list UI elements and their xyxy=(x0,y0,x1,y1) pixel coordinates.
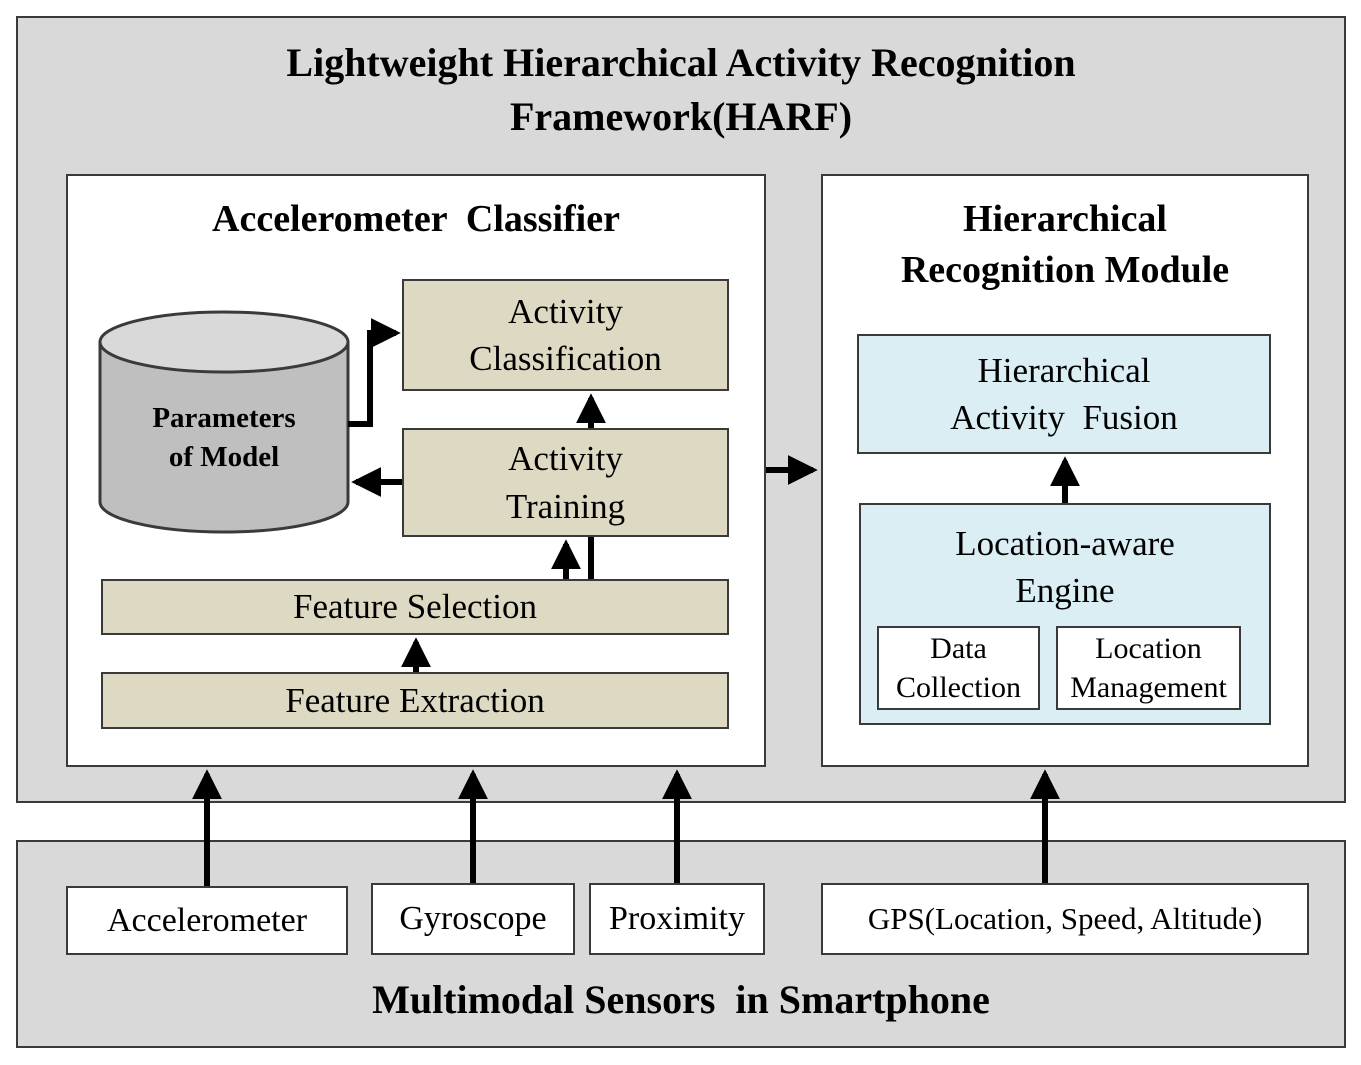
activity-training-line2: Training xyxy=(505,486,626,526)
location-engine-line1: Location-aware xyxy=(955,524,1175,563)
data-collection-line2: Collection xyxy=(896,671,1021,704)
sensors-title: Multimodal Sensors in Smartphone xyxy=(372,977,990,1022)
framework-title-line2: Framework(HARF) xyxy=(509,94,853,139)
location-management-line1: Location xyxy=(1095,632,1202,665)
gps-sensor-box: GPS(Location, Speed, Altitude) xyxy=(821,883,1309,955)
data-collection-line1: Data xyxy=(930,632,987,665)
framework-title: Lightweight Hierarchical Activity Recogn… xyxy=(16,36,1346,144)
accelerometer-sensor-box: Accelerometer xyxy=(66,886,348,955)
framework-title-line1: Lightweight Hierarchical Activity Recogn… xyxy=(286,40,1076,85)
activity-fusion-box: Hierarchical Activity Fusion xyxy=(857,334,1271,454)
data-collection-box: Data Collection xyxy=(877,626,1040,710)
activity-classification-line1: Activity xyxy=(508,291,623,331)
database-line2: of Model xyxy=(168,441,280,473)
feature-extraction-box: Feature Extraction xyxy=(101,672,729,729)
parameters-database-label: Parameters of Model xyxy=(100,396,348,480)
gyroscope-sensor-label: Gyroscope xyxy=(399,900,547,937)
activity-training-box: Activity Training xyxy=(402,428,729,537)
accelerometer-sensor-label: Accelerometer xyxy=(106,901,308,939)
location-engine-line2: Engine xyxy=(1015,571,1115,611)
activity-fusion-line2: Activity Fusion xyxy=(950,398,1178,437)
location-engine-title: Location-aware Engine xyxy=(859,520,1271,615)
location-management-line2: Management xyxy=(1070,671,1227,704)
location-management-box: Location Management xyxy=(1056,626,1241,710)
proximity-sensor-box: Proximity xyxy=(589,883,765,955)
gyroscope-sensor-box: Gyroscope xyxy=(371,883,575,955)
hierarchical-module-title-line2: Recognition Module xyxy=(900,249,1230,292)
proximity-sensor-label: Proximity xyxy=(608,900,746,937)
feature-selection-box: Feature Selection xyxy=(101,579,729,635)
feature-selection-label: Feature Selection xyxy=(293,587,537,627)
feature-extraction-label: Feature Extraction xyxy=(285,680,545,720)
activity-classification-line2: Classification xyxy=(469,339,662,378)
hierarchical-module-title-line1: Hierarchical xyxy=(962,198,1167,240)
activity-training-line1: Activity xyxy=(508,439,623,479)
database-line1: Parameters xyxy=(152,401,296,434)
gps-sensor-label: GPS(Location, Speed, Altitude) xyxy=(867,901,1263,936)
accelerometer-classifier-title: Accelerometer Classifier xyxy=(212,198,620,240)
activity-classification-box: Activity Classification xyxy=(402,279,729,391)
activity-fusion-line1: Hierarchical xyxy=(977,350,1151,390)
hierarchical-module-title: Hierarchical Recognition Module xyxy=(821,194,1309,297)
